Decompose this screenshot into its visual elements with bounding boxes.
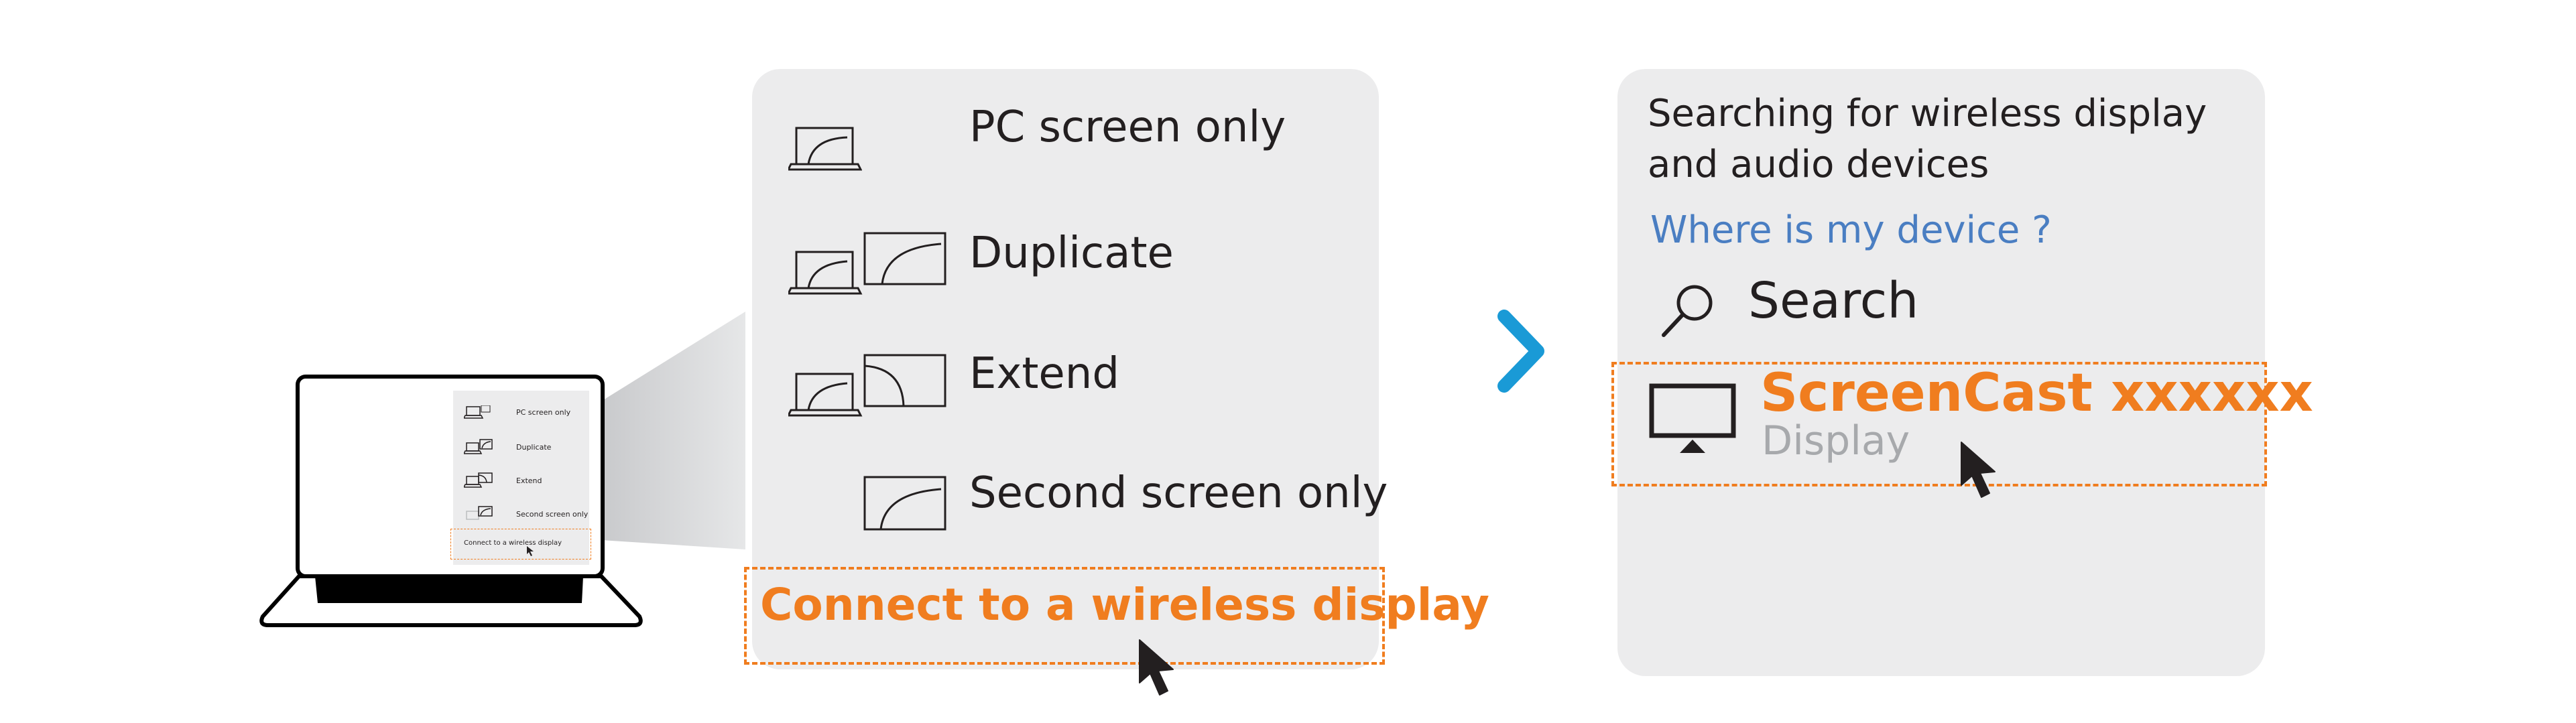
mini-duplicate-icon bbox=[464, 439, 493, 454]
mini-menu-item-label: Duplicate bbox=[516, 443, 552, 452]
wireless-highlight-box bbox=[744, 567, 1385, 665]
laptop-illustration bbox=[259, 375, 643, 627]
search-button[interactable]: Search bbox=[1748, 272, 1919, 330]
menu-item-second-screen-only[interactable]: Second screen only bbox=[969, 468, 1388, 518]
cast-panel bbox=[1617, 69, 2265, 676]
connect-wireless-display-link[interactable]: Connect to a wireless display bbox=[760, 579, 1489, 631]
laptop-mini-menu: PC screen only Duplicate Extend Second s… bbox=[450, 391, 591, 565]
mini-menu-item-label: Extend bbox=[516, 476, 542, 485]
where-is-my-device-link[interactable]: Where is my device ? bbox=[1650, 208, 2052, 252]
cursor-icon bbox=[1139, 639, 1174, 696]
mini-second-screen-only-icon bbox=[466, 506, 493, 520]
mini-pc-screen-only-icon bbox=[464, 405, 491, 419]
menu-item-extend[interactable]: Extend bbox=[969, 349, 1119, 399]
device-highlight-box bbox=[1611, 362, 2267, 486]
mini-menu-item-label: Second screen only bbox=[516, 510, 589, 519]
search-icon bbox=[1662, 285, 1713, 337]
menu-item-duplicate[interactable]: Duplicate bbox=[969, 228, 1174, 278]
duplicate-icon bbox=[788, 232, 946, 295]
pc-screen-only-icon bbox=[788, 127, 862, 171]
mini-cursor-icon bbox=[527, 546, 534, 556]
mini-menu-item-label: PC screen only bbox=[516, 408, 571, 417]
searching-status-text: Searching for wireless display and audio… bbox=[1648, 92, 2207, 186]
second-screen-only-icon bbox=[863, 476, 946, 531]
mini-wireless-label: Connect to a wireless display bbox=[464, 539, 562, 547]
menu-item-pc-screen-only[interactable]: PC screen only bbox=[969, 103, 1286, 152]
monitor-icon bbox=[1649, 383, 1736, 453]
cursor-icon bbox=[1961, 442, 1996, 498]
mini-extend-icon bbox=[464, 472, 493, 488]
chevron-right-icon bbox=[1497, 310, 1544, 393]
extend-icon bbox=[788, 354, 946, 417]
mini-wireless-box bbox=[450, 529, 591, 560]
device-type-label: Display bbox=[1762, 417, 1910, 464]
device-item-screencast[interactable]: ScreenCast xxxxxx bbox=[1760, 363, 2313, 423]
